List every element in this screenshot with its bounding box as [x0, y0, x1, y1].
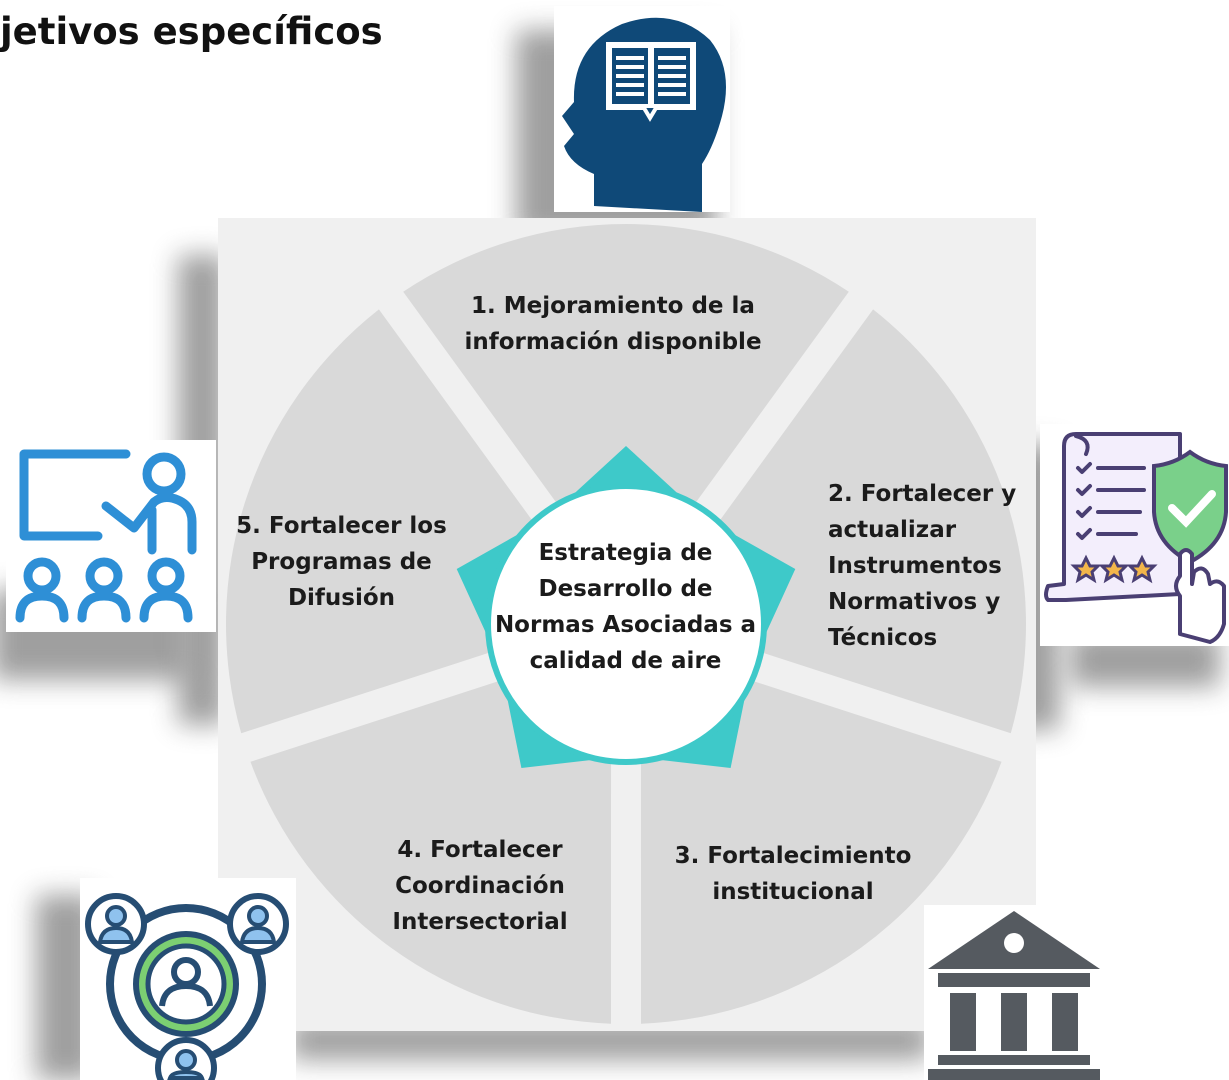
segment-1-label: 1. Mejoramiento de la información dispon… [464, 293, 762, 355]
segment-2-shape [718, 309, 1026, 734]
segment-3-label: 3. Fortalecimiento institucional [674, 843, 912, 905]
network-people-icon [85, 893, 289, 1080]
page-title: jetivos específicos [0, 10, 383, 53]
segment-wheel [226, 224, 1026, 1024]
segment-5-label: 5. Fortalecer los Programas de Difusión [236, 513, 447, 611]
diagram-board: 1. Mejoramiento de la información dispon… [218, 218, 1036, 1031]
segment-5-shape [226, 309, 534, 734]
head-book-card [554, 6, 730, 212]
segment-2-label: 2. Fortalecer y actualizar Instrumentos … [828, 481, 1017, 651]
teacher-audience-icon [15, 449, 197, 623]
checklist-shield-icon [1044, 432, 1228, 644]
center-label: Estrategia de Desarrollo de Normas Asoci… [494, 540, 757, 674]
segment-3-shape [640, 680, 1002, 1024]
head-book-icon [562, 17, 726, 212]
checklist-card [1040, 424, 1229, 646]
presenter-card [6, 440, 216, 632]
segment-4-shape [250, 680, 612, 1024]
building-card [924, 905, 1104, 1080]
network-card [80, 878, 296, 1080]
segment-4-label: 4. Fortalecer Coordinación Intersectoria… [392, 837, 568, 935]
institution-building-icon [928, 911, 1100, 1080]
segment-1-shape [403, 224, 849, 505]
center-circle [485, 483, 767, 765]
